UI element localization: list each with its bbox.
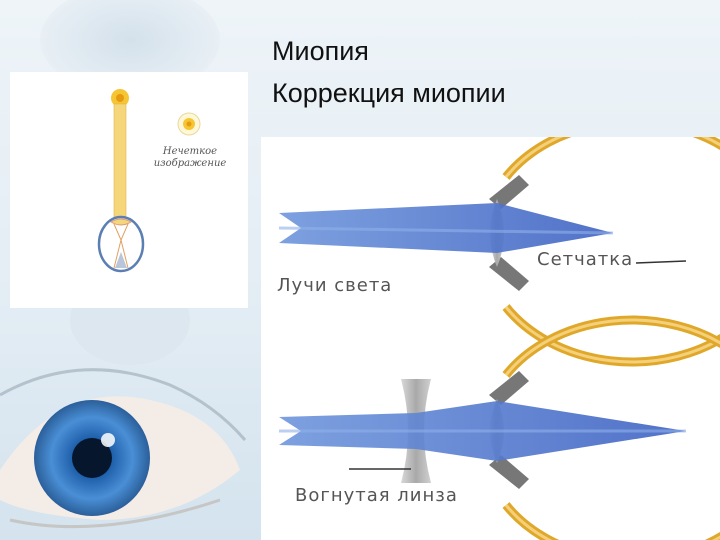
title-myopia: Миопия [272,30,506,72]
iris-top-lower [489,257,529,291]
correction-diagram-panel: Сетчатка Лучи света Вогнутая линза [261,137,720,540]
myopia-diagram-panel: Нечеткое изображение [10,72,248,308]
myopia-ray-diagram [10,72,248,308]
label-light-rays: Лучи света [277,275,392,296]
eye-myopia [279,137,720,362]
retina-leader-line [636,261,686,263]
eye-corrected [279,320,720,540]
title-myopia-correction: Коррекция миопии [272,72,506,114]
caption-line-1: Нечеткое [142,146,238,158]
slide-title: Миопия Коррекция миопии [272,30,506,114]
blurred-image-caption: Нечеткое изображение [142,146,238,170]
light-beam [114,104,126,222]
blurred-image-icon [178,113,200,135]
label-concave-lens: Вогнутая линза [295,485,458,506]
caption-line-2: изображение [142,158,238,170]
label-retina: Сетчатка [537,249,633,270]
correction-diagram [261,137,720,540]
